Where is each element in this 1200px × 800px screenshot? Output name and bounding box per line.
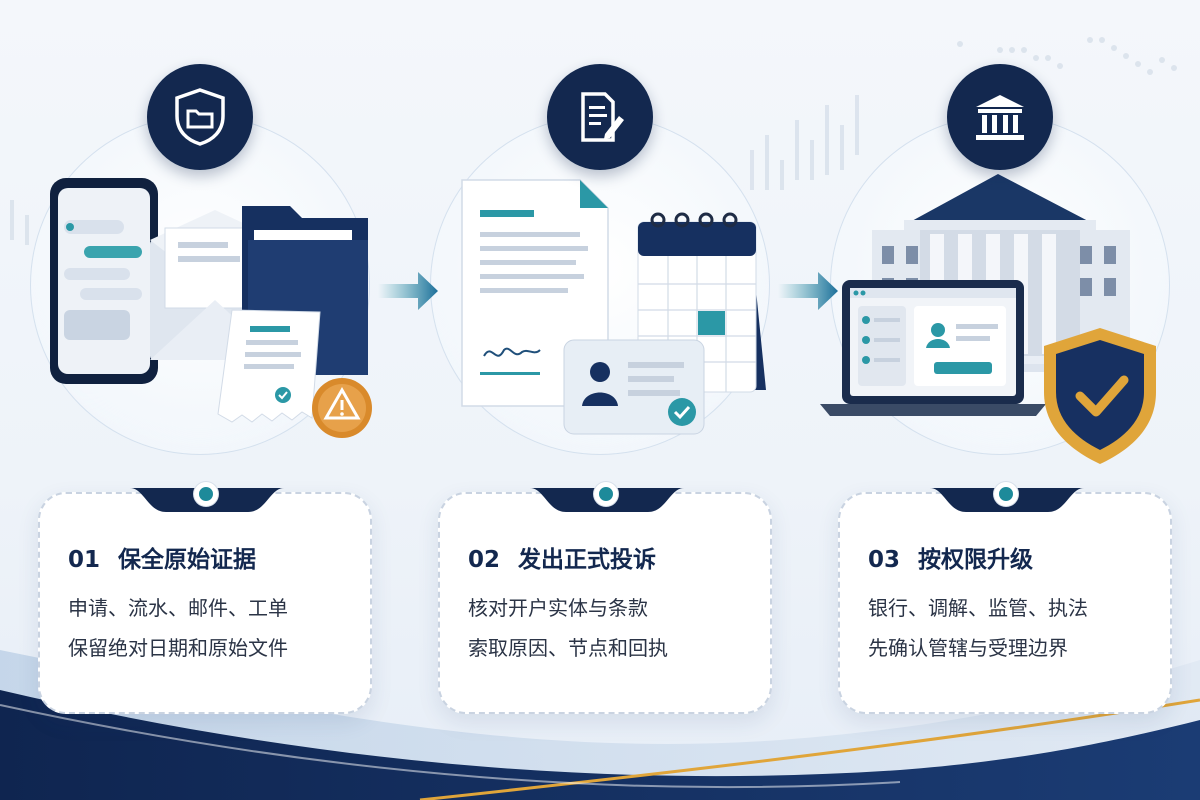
step-title-text: 保全原始证据 [118,547,257,573]
step-card: 03 按权限升级 银行、调解、监管、执法 先确认管辖与受理边界 [838,482,1172,714]
step-number: 02 [468,547,501,573]
step-desc-line-2: 先确认管辖与受理边界 [868,636,1068,660]
warning-icon [312,378,372,438]
evidence-illustration [50,178,372,438]
arrow-right-icon [778,272,838,310]
step-number: 03 [868,547,901,573]
step-title: 02 发出正式投诉 [468,540,656,574]
phone-icon [50,178,158,384]
card-dot [994,482,1018,506]
card-dot [194,482,218,506]
step-badge [147,64,253,170]
shield-folder-icon [175,88,225,146]
step-desc-line-1: 银行、调解、监管、执法 [868,596,1088,620]
step-card: 02 发出正式投诉 核对开户实体与条款 索取原因、节点和回执 [438,482,772,714]
shield-check-icon [1044,328,1156,464]
step-desc-line-1: 申请、流水、邮件、工单 [68,596,288,620]
laptop-icon [820,280,1046,416]
step-badge [947,64,1053,170]
step-2: 02 发出正式投诉 核对开户实体与条款 索取原因、节点和回执 [400,0,800,800]
step-title: 01 保全原始证据 [68,540,256,574]
arrow-right-icon [378,272,438,310]
card-dot [594,482,618,506]
step-badge [547,64,653,170]
step-1: 01 保全原始证据 申请、流水、邮件、工单 保留绝对日期和原始文件 [0,0,400,800]
step-title-text: 按权限升级 [918,547,1034,573]
bank-building-icon [976,95,1024,140]
document-pen-icon [581,92,624,142]
step-3: 03 按权限升级 银行、调解、监管、执法 先确认管辖与受理边界 [800,0,1200,800]
step-title: 03 按权限升级 [868,540,1033,574]
step-number: 01 [68,547,101,573]
step-title-text: 发出正式投诉 [518,547,657,573]
step-desc-line-2: 保留绝对日期和原始文件 [68,636,288,660]
receipt-icon [217,309,321,423]
id-card-icon [563,339,705,435]
step-desc-line-2: 索取原因、节点和回执 [468,636,668,660]
step-card: 01 保全原始证据 申请、流水、邮件、工单 保留绝对日期和原始文件 [38,482,372,714]
step-desc-line-1: 核对开户实体与条款 [468,596,648,620]
escalation-illustration [820,174,1156,464]
complaint-illustration [461,179,766,435]
